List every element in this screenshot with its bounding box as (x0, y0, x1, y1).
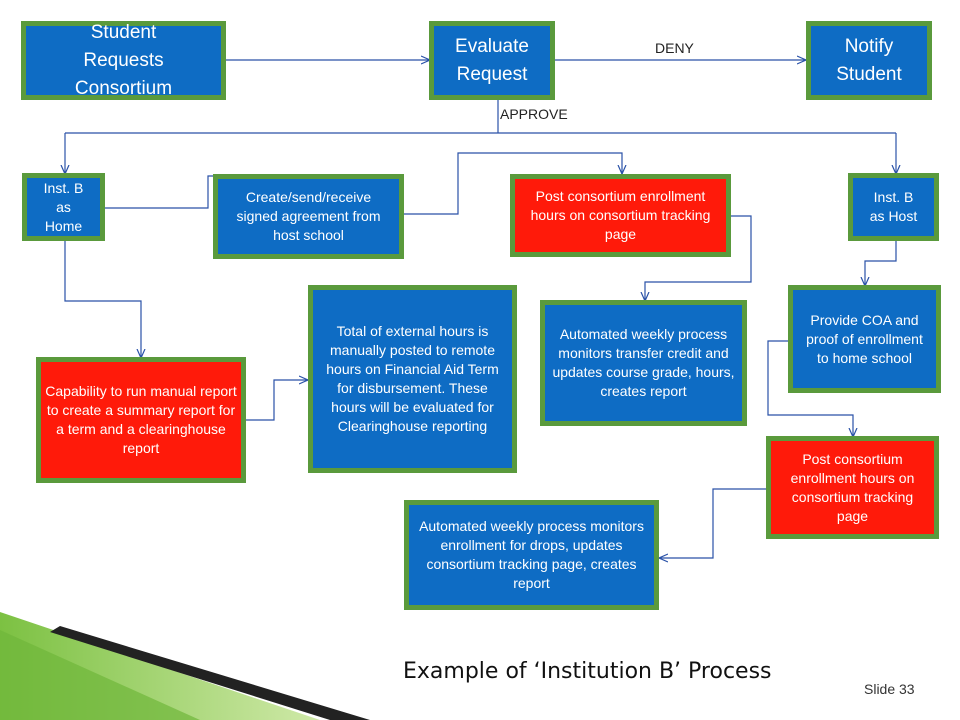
connector-create-to-post (404, 152, 622, 215)
box-provide-coa-text: Provide COA and proof of enrollment to h… (806, 311, 923, 366)
deny-label: DENY (655, 40, 694, 56)
box-automated-transfer: Automated weekly process monitors transf… (540, 300, 747, 426)
box-post-consortium-2-text: Post consortium enrollment hours on cons… (790, 450, 915, 524)
box-create-send-receive-text: Create/send/receive signed agreement fro… (236, 189, 381, 243)
box-inst-b-host-text: Inst. B as Host (869, 189, 918, 224)
box-post-consortium-1: Post consortium enrollment hours on cons… (510, 174, 731, 257)
box-automated-drops-text: Automated weekly process monitors enroll… (419, 518, 644, 591)
green-accent-shape-2 (0, 630, 200, 720)
connector-host-to-coa (865, 241, 897, 286)
box-create-send-receive: Create/send/receive signed agreement fro… (213, 174, 404, 259)
connector-post2-to-drops (659, 488, 767, 558)
box-inst-b-home: Inst. B as Home (22, 173, 105, 241)
box-student-requests: Student Requests Consortium (21, 21, 226, 100)
connector-coa-to-post2 (767, 340, 853, 437)
approve-label: APPROVE (500, 106, 568, 122)
box-provide-coa: Provide COA and proof of enrollment to h… (788, 285, 941, 393)
box-post-consortium-1-text: Post consortium enrollment hours on cons… (530, 188, 711, 242)
box-inst-b-host: Inst. B as Host (848, 173, 939, 241)
box-capability-report-text: Capability to run manual report to creat… (45, 383, 237, 456)
connector-capability-to-total (246, 380, 308, 421)
box-notify-student: Notify Student (806, 21, 932, 100)
box-automated-drops: Automated weekly process monitors enroll… (404, 500, 659, 610)
slide-number: Slide 33 (864, 681, 915, 697)
box-notify-student-text: Notify Student (836, 35, 902, 85)
box-evaluate-request-text: Evaluate Request (455, 35, 529, 85)
box-automated-transfer-text: Automated weekly process monitors transf… (552, 326, 735, 399)
box-evaluate-request: Evaluate Request (429, 21, 555, 100)
box-capability-report: Capability to run manual report to creat… (36, 357, 246, 483)
box-inst-b-home-text: Inst. B as Home (43, 179, 84, 234)
box-student-requests-text: Student Requests Consortium (74, 21, 173, 99)
slide-caption: Example of ‘Institution B’ Process (403, 659, 772, 684)
box-post-consortium-2: Post consortium enrollment hours on cons… (766, 436, 939, 539)
box-total-external-hours: Total of external hours is manually post… (308, 285, 517, 473)
connector-home-to-capability (64, 241, 141, 358)
box-total-external-hours-text: Total of external hours is manually post… (326, 323, 499, 434)
connector-post-to-automated (645, 215, 752, 301)
dark-swoosh (50, 626, 370, 720)
